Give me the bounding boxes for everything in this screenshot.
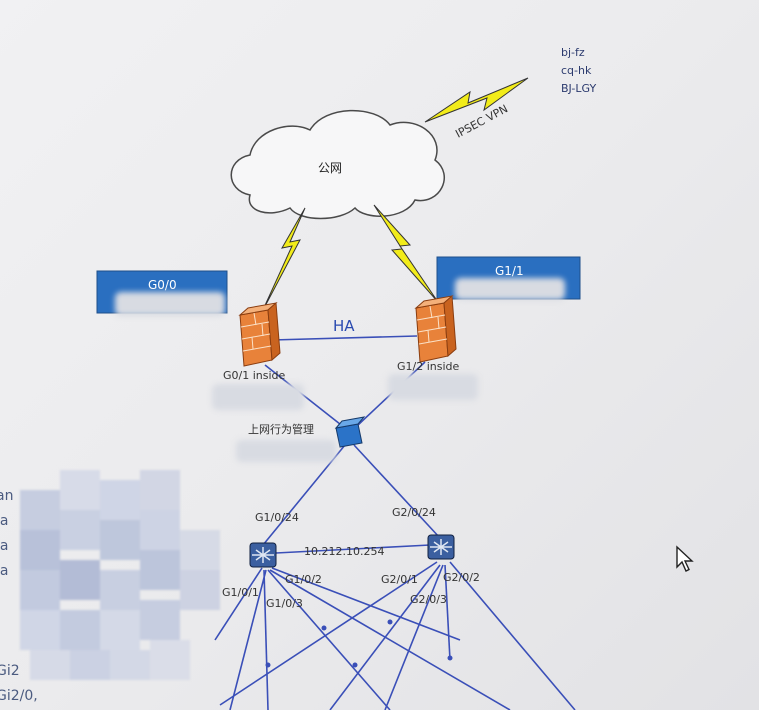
ha-link bbox=[271, 335, 418, 341]
margin-text: Gi2/0, bbox=[0, 688, 38, 704]
redacted-ip-right bbox=[455, 278, 565, 300]
cloud-label: 公网 bbox=[318, 161, 342, 175]
port-label: G2/0/2 bbox=[443, 571, 480, 584]
core-link bbox=[275, 544, 431, 554]
junction-dots bbox=[265, 619, 453, 668]
wan-bolt-left-icon bbox=[261, 207, 306, 313]
margin-text: la bbox=[0, 538, 9, 554]
redacted-mosaic bbox=[0, 470, 220, 710]
port-label: G2/0/1 bbox=[381, 573, 418, 586]
site-item: BJ-LGY bbox=[561, 82, 596, 95]
core-link-ip-label: 10.212.10.254 bbox=[304, 545, 384, 558]
mgmt-to-sw-right bbox=[353, 444, 441, 539]
core-switch-right-icon bbox=[427, 534, 455, 560]
core-switch-left-icon bbox=[249, 542, 277, 568]
redacted-ip-left bbox=[115, 292, 225, 316]
port-label: G1/0/2 bbox=[285, 573, 322, 586]
behavior-mgmt-label: 上网行为管理 bbox=[248, 422, 314, 436]
link-lines bbox=[214, 335, 576, 710]
margin-text: an bbox=[0, 488, 14, 504]
ha-label: HA bbox=[333, 317, 355, 335]
firewall-right-icon bbox=[414, 294, 457, 363]
iface-box-left-label: G0/0 bbox=[148, 278, 177, 292]
site-item: bj-fz bbox=[561, 46, 585, 59]
port-label: G1/0/3 bbox=[266, 597, 303, 610]
internet-cloud bbox=[230, 109, 445, 220]
vpn-bolt-icon bbox=[424, 77, 529, 123]
port-label: G2/0/3 bbox=[410, 593, 447, 606]
firewall-left-icon bbox=[238, 301, 281, 367]
sw-right-uplink-label: G2/0/24 bbox=[392, 506, 436, 519]
margin-text: Gi2 bbox=[0, 663, 20, 679]
redacted-mgmt-ip bbox=[236, 440, 336, 462]
iface-box-right-label: G1/1 bbox=[495, 264, 524, 278]
fw-right-inside-label: G1/2 inside bbox=[397, 360, 460, 373]
margin-text: la bbox=[0, 563, 9, 579]
wan-bolt-right-icon bbox=[373, 204, 439, 303]
margin-text: la bbox=[0, 513, 9, 529]
mouse-cursor-icon bbox=[676, 545, 694, 572]
behavior-mgmt-device-icon bbox=[334, 416, 366, 448]
fw-left-inside-label: G0/1 inside bbox=[223, 369, 286, 382]
sw-left-uplink-label: G1/0/24 bbox=[255, 511, 299, 524]
site-item: cq-hk bbox=[561, 64, 592, 77]
fw-left-to-mgmt bbox=[264, 364, 346, 429]
port-label: G1/0/1 bbox=[222, 586, 259, 599]
redacted-inside-left bbox=[212, 384, 304, 410]
redacted-inside-right bbox=[388, 374, 478, 400]
